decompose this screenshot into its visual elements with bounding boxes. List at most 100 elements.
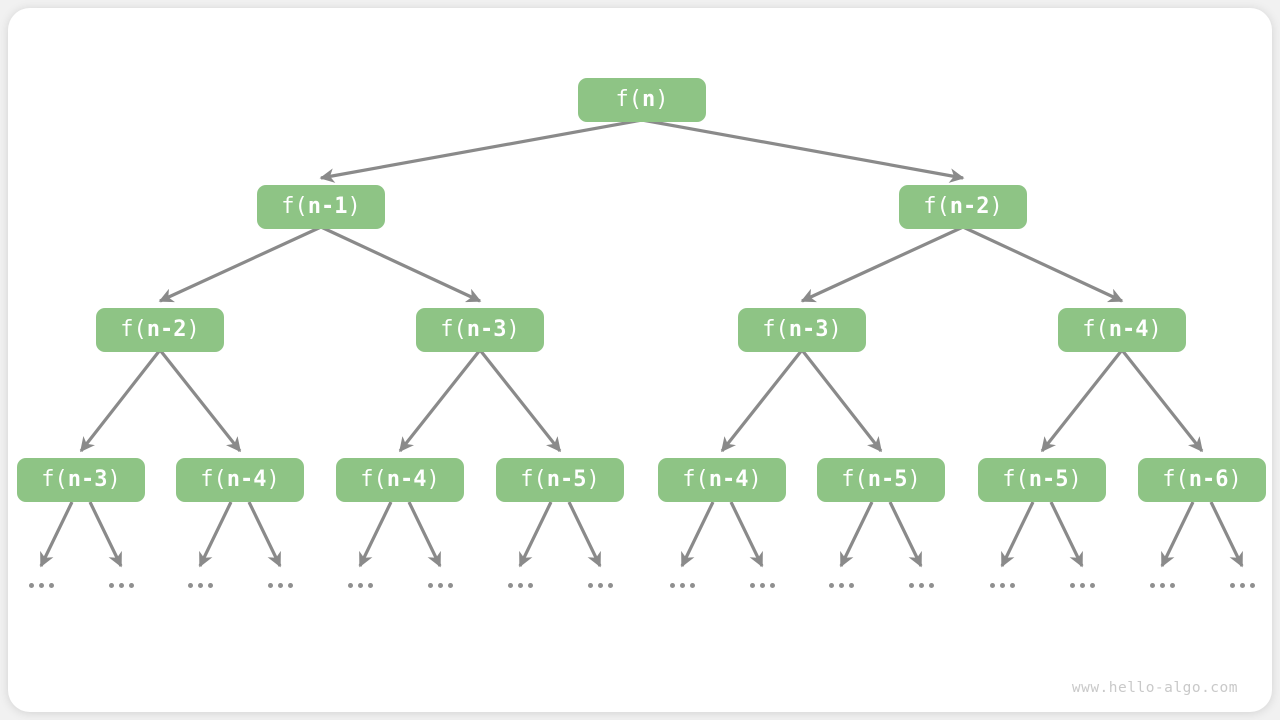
leaf-ellipsis	[28, 582, 54, 588]
ellipsis-dot-icon	[48, 582, 54, 588]
ellipsis-dot-icon	[1149, 582, 1155, 588]
node-label-arg: n-3	[67, 467, 108, 492]
ellipsis-dot-icon	[287, 582, 293, 588]
node-label-post: )	[1068, 467, 1082, 492]
node-label-post: )	[266, 467, 280, 492]
node-label-pre: f(	[841, 467, 868, 492]
node-label-post: )	[828, 317, 842, 342]
leaf-ellipsis	[267, 582, 293, 588]
ellipsis-dot-icon	[848, 582, 854, 588]
node-label-post: )	[1148, 317, 1162, 342]
leaf-ellipsis	[187, 582, 213, 588]
tree-edge	[198, 501, 233, 568]
node-label-pre: f(	[923, 194, 950, 219]
tree-edge	[680, 501, 715, 568]
tree-edge	[962, 225, 1124, 303]
tree-edge	[320, 225, 482, 303]
node-label-post: )	[347, 194, 361, 219]
node-label-pre: f(	[41, 467, 68, 492]
node-label-post: )	[426, 467, 440, 492]
ellipsis-dot-icon	[1079, 582, 1085, 588]
ellipsis-dot-icon	[689, 582, 695, 588]
tree-edge	[39, 501, 74, 568]
leaf-ellipsis	[108, 582, 134, 588]
tree-edge	[888, 501, 923, 568]
tree-edge	[407, 501, 442, 568]
node-label-post: )	[107, 467, 121, 492]
node-label-arg: n-5	[1028, 467, 1069, 492]
ellipsis-dot-icon	[989, 582, 995, 588]
ellipsis-dot-icon	[1089, 582, 1095, 588]
node-label-post: )	[506, 317, 520, 342]
tree-edge	[641, 118, 965, 183]
ellipsis-dot-icon	[928, 582, 934, 588]
ellipsis-dot-icon	[38, 582, 44, 588]
node-label-pre: f(	[120, 317, 147, 342]
tree-edge	[567, 501, 602, 568]
tree-node: f(n)	[578, 78, 706, 122]
ellipsis-dot-icon	[1009, 582, 1015, 588]
ellipsis-dot-icon	[587, 582, 593, 588]
tree-node: f(n-2)	[899, 185, 1027, 229]
node-label-post: )	[748, 467, 762, 492]
node-label-arg: n-2	[146, 317, 187, 342]
node-label-pre: f(	[615, 87, 643, 112]
ellipsis-dot-icon	[507, 582, 513, 588]
node-label-pre: f(	[1002, 467, 1029, 492]
ellipsis-dot-icon	[1249, 582, 1255, 588]
tree-edge	[1040, 349, 1124, 453]
ellipsis-dot-icon	[759, 582, 765, 588]
ellipsis-dot-icon	[367, 582, 373, 588]
ellipsis-dot-icon	[267, 582, 273, 588]
leaf-ellipsis	[1069, 582, 1095, 588]
ellipsis-dot-icon	[999, 582, 1005, 588]
node-label-post: )	[586, 467, 600, 492]
node-label-arg: n-3	[466, 317, 507, 342]
tree-node: f(n-4)	[176, 458, 304, 502]
node-label-post: )	[655, 87, 669, 112]
tree-node: f(n-4)	[336, 458, 464, 502]
leaf-ellipsis	[908, 582, 934, 588]
node-label-pre: f(	[360, 467, 387, 492]
ellipsis-dot-icon	[207, 582, 213, 588]
tree-edge	[358, 501, 393, 568]
tree-edge	[518, 501, 553, 568]
tree-edge	[88, 501, 123, 568]
ellipsis-dot-icon	[517, 582, 523, 588]
tree-edge	[158, 225, 322, 303]
node-label-post: )	[1228, 467, 1242, 492]
ellipsis-dot-icon	[197, 582, 203, 588]
node-label-arg: n-4	[708, 467, 749, 492]
leaf-ellipsis	[347, 582, 373, 588]
ellipsis-dot-icon	[447, 582, 453, 588]
tree-edge	[398, 349, 482, 453]
leaf-ellipsis	[507, 582, 533, 588]
tree-edge	[1209, 501, 1244, 568]
ellipsis-dot-icon	[679, 582, 685, 588]
ellipsis-dot-icon	[1229, 582, 1235, 588]
node-label-arg: n	[642, 87, 656, 112]
leaf-ellipsis	[1229, 582, 1255, 588]
ellipsis-dot-icon	[128, 582, 134, 588]
ellipsis-dot-icon	[357, 582, 363, 588]
leaf-ellipsis	[1149, 582, 1175, 588]
tree-node: f(n-1)	[257, 185, 385, 229]
node-label-pre: f(	[682, 467, 709, 492]
ellipsis-dot-icon	[277, 582, 283, 588]
node-label-pre: f(	[440, 317, 467, 342]
tree-edge	[1120, 349, 1204, 453]
leaf-ellipsis	[669, 582, 695, 588]
ellipsis-dot-icon	[918, 582, 924, 588]
tree-edge	[800, 225, 964, 303]
node-label-post: )	[907, 467, 921, 492]
node-label-post: )	[186, 317, 200, 342]
tree-edge	[319, 118, 643, 183]
ellipsis-dot-icon	[1239, 582, 1245, 588]
node-label-arg: n-3	[788, 317, 829, 342]
ellipsis-dot-icon	[437, 582, 443, 588]
tree-edge	[478, 349, 562, 453]
tree-node: f(n-2)	[96, 308, 224, 352]
tree-node: f(n-3)	[416, 308, 544, 352]
tree-node: f(n-4)	[1058, 308, 1186, 352]
